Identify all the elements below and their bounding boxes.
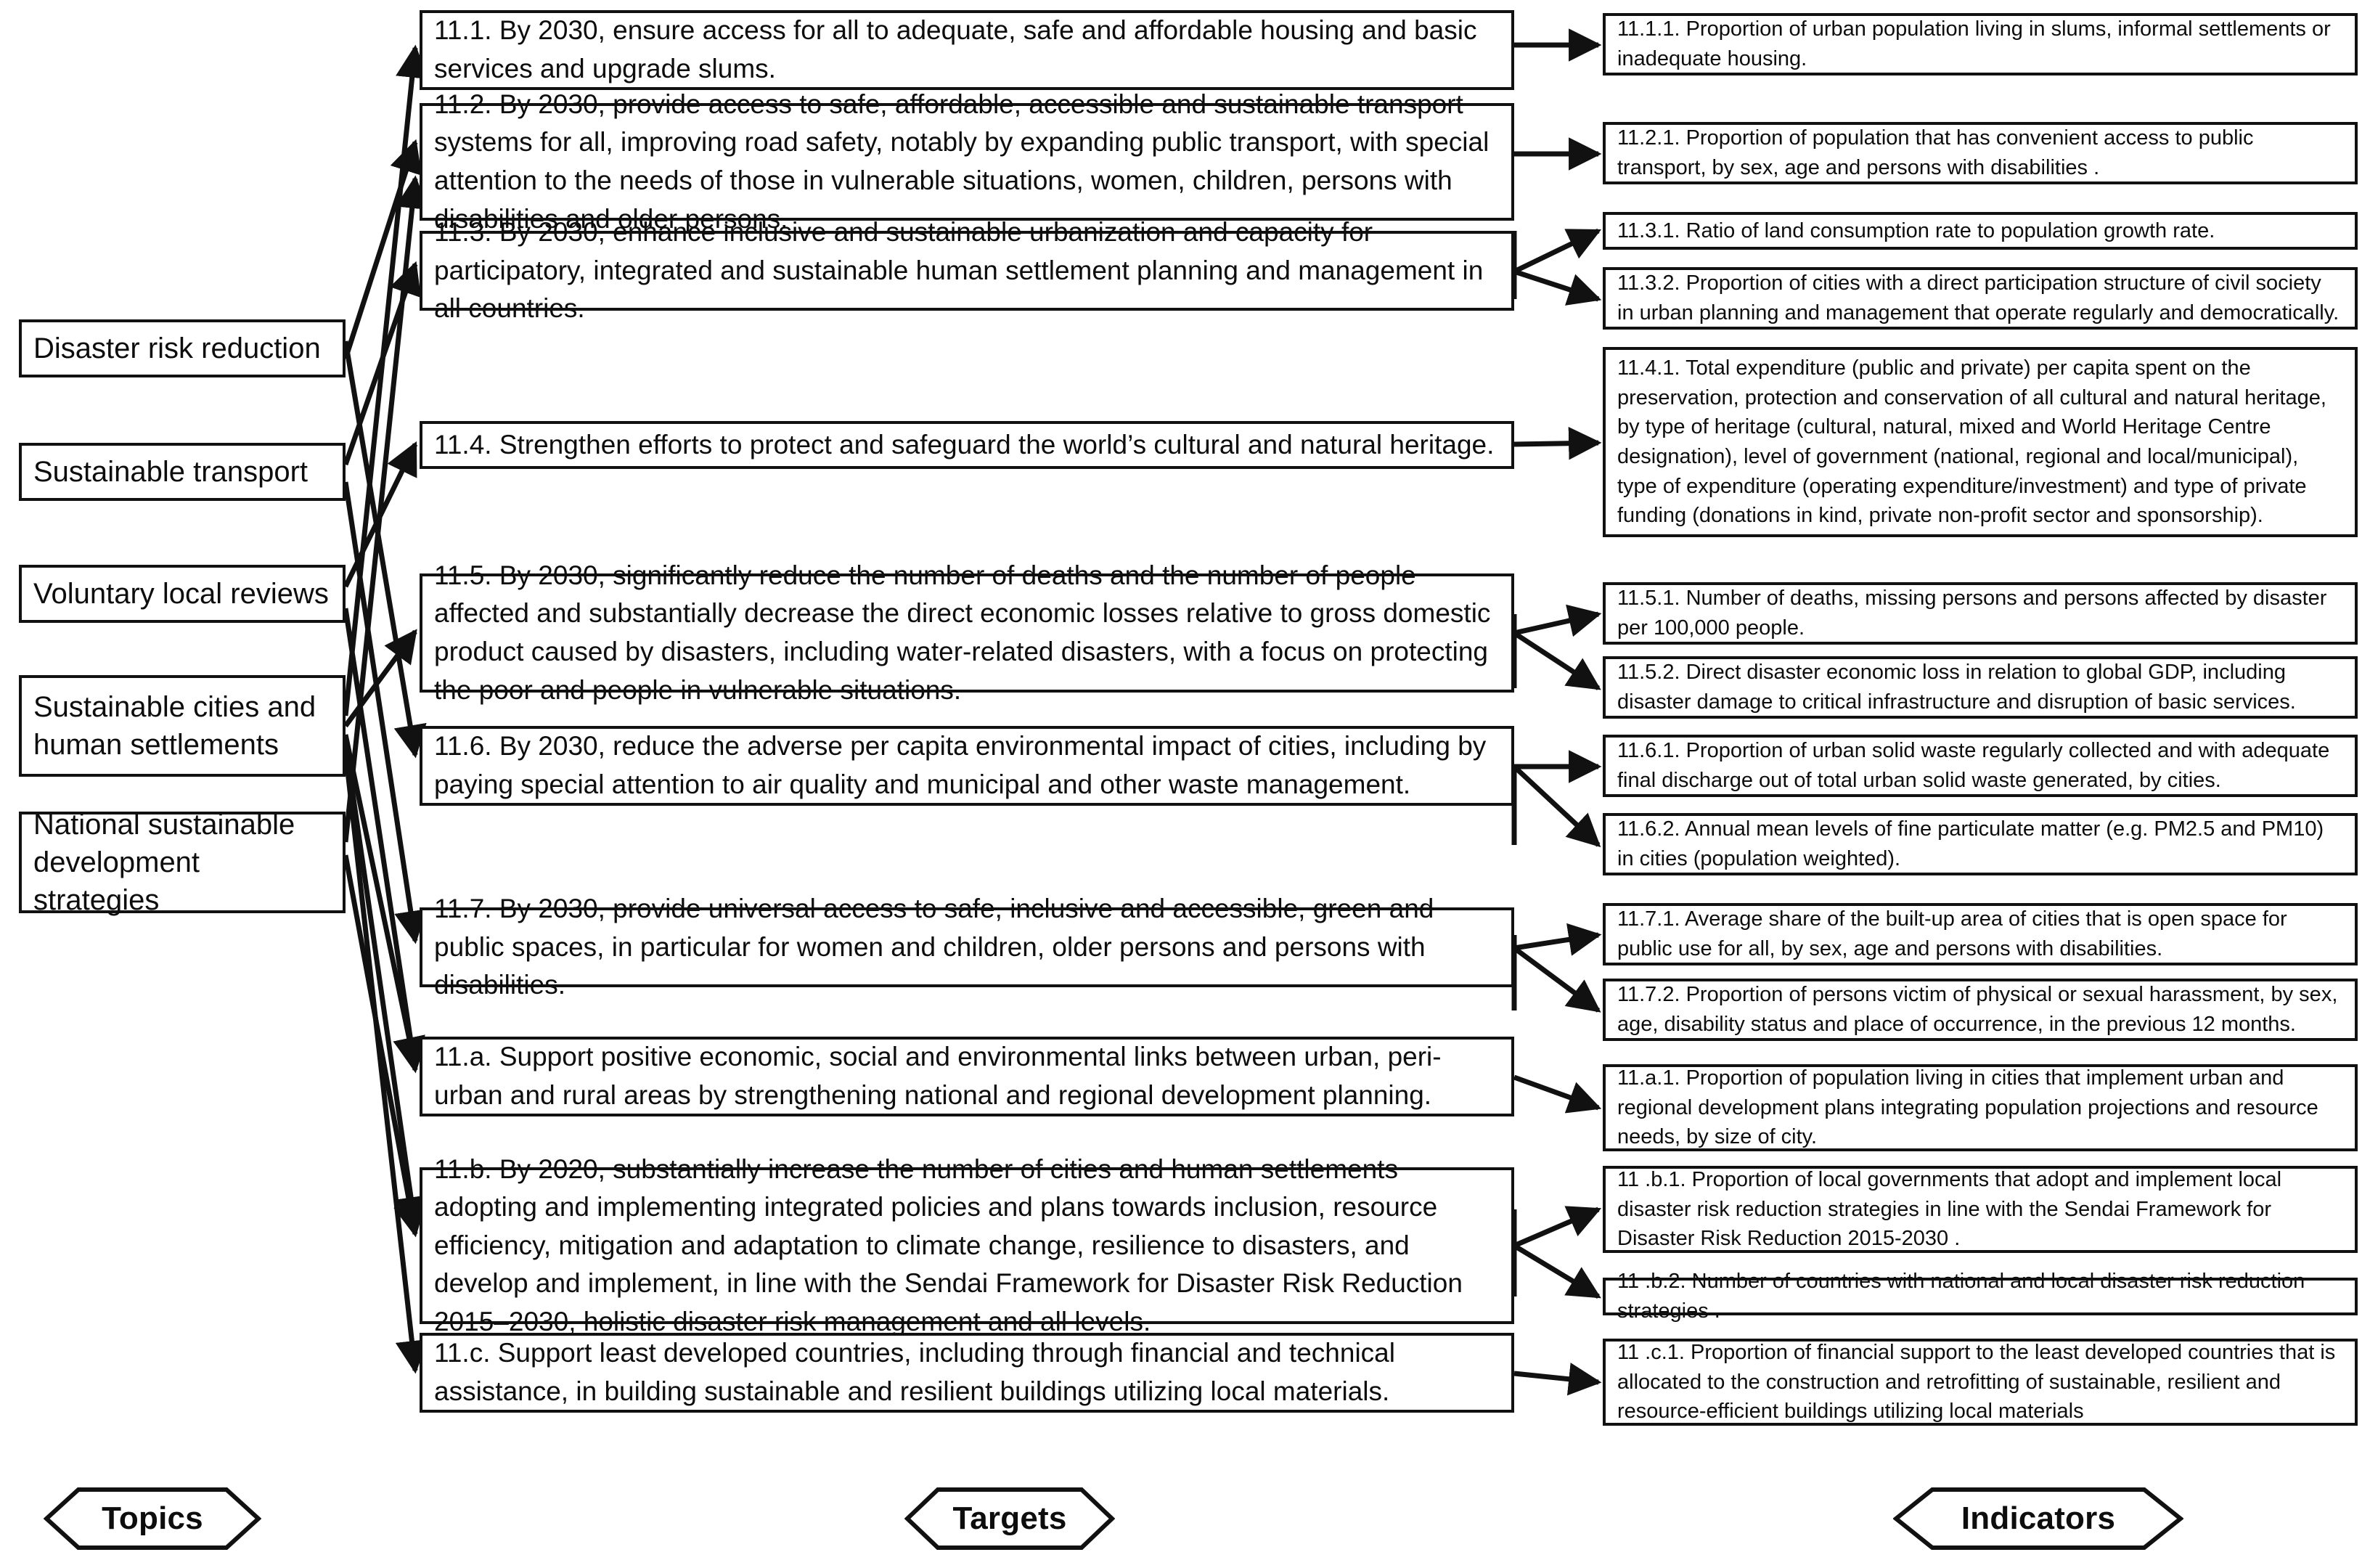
indicator-label: 11.3.2. Proportion of cities with a dire… [1617, 271, 2340, 324]
indicator-box-11-3-1[interactable]: 11.3.1. Ratio of land consumption rate t… [1603, 212, 2358, 250]
indicator-box-11-5-1[interactable]: 11.5.1. Number of deaths, missing person… [1603, 582, 2358, 645]
indicator-box-11-7-1[interactable]: 11.7.1. Average share of the built-up ar… [1603, 903, 2358, 965]
target-box-11-a[interactable]: 11.a. Support positive economic, social … [420, 1037, 1514, 1116]
indicator-box-11-7-2[interactable]: 11.7.2. Proportion of persons victim of … [1603, 979, 2358, 1041]
indicator-label: 11.a.1. Proportion of population living … [1617, 1066, 2318, 1149]
target-label: 11.3. By 2030, enhance inclusive and sus… [434, 217, 1484, 324]
indicator-label: 11.6.1. Proportion of urban solid waste … [1617, 739, 2330, 792]
topic-label: Sustainable transport [33, 456, 308, 488]
indicator-box-11-4-1[interactable]: 11.4.1. Total expenditure (public and pr… [1603, 347, 2358, 537]
legend-topics: Topics [44, 1485, 261, 1552]
indicator-label: 11.5.1. Number of deaths, missing person… [1617, 587, 2327, 640]
legend-targets: Targets [904, 1485, 1115, 1552]
target-label: 11.a. Support positive economic, social … [434, 1042, 1442, 1110]
target-label: 11.6. By 2030, reduce the adverse per ca… [434, 731, 1487, 799]
legend-label-topics: Topics [102, 1500, 203, 1536]
indicator-box-11-a-1[interactable]: 11.a.1. Proportion of population living … [1603, 1064, 2358, 1151]
topic-box-national-sustainable-development-strategies[interactable]: National sustainable development strateg… [19, 809, 346, 916]
indicator-box-11-b-1[interactable]: 11 .b.1. Proportion of local governments… [1603, 1166, 2358, 1253]
target-box-11-7[interactable]: 11.7. By 2030, provide universal access … [420, 894, 1514, 1000]
indicator-box-11-c-1[interactable]: 11 .c.1. Proportion of financial support… [1603, 1339, 2358, 1426]
target-box-11-3[interactable]: 11.3. By 2030, enhance inclusive and sus… [420, 217, 1514, 323]
target-box-11-5[interactable]: 11.5. By 2030, significantly reduce the … [420, 560, 1514, 705]
topic-label: National sustainable development strateg… [33, 809, 295, 916]
indicator-label: 11.7.2. Proportion of persons victim of … [1617, 983, 2338, 1036]
topic-box-sustainable-transport[interactable]: Sustainable transport [19, 443, 346, 501]
topic-box-disaster-risk-reduction[interactable]: Disaster risk reduction [19, 319, 346, 377]
indicator-label: 11 .b.2. Number of countries with nation… [1617, 1270, 2305, 1323]
indicator-label: 11 .c.1. Proportion of financial support… [1617, 1341, 2336, 1424]
indicator-label: 11.7.1. Average share of the built-up ar… [1617, 907, 2287, 960]
indicator-label: 11 .b.1. Proportion of local governments… [1617, 1168, 2282, 1251]
topic-label: Voluntary local reviews [33, 578, 329, 610]
target-label: 11.2. By 2030, provide access to safe, a… [434, 89, 1490, 234]
indicator-box-11-2-1[interactable]: 11.2.1. Proportion of population that ha… [1603, 122, 2358, 184]
legend-label-indicators: Indicators [1961, 1500, 2116, 1536]
target-label: 11.1. By 2030, ensure access for all to … [434, 15, 1477, 83]
indicator-box-11-6-2[interactable]: 11.6.2. Annual mean levels of fine parti… [1603, 813, 2358, 875]
indicator-box-11-6-1[interactable]: 11.6.1. Proportion of urban solid waste … [1603, 735, 2358, 797]
topic-label: Sustainable cities and human settlements [33, 691, 316, 761]
target-label: 11.5. By 2030, significantly reduce the … [434, 560, 1491, 705]
target-label: 11.c. Support least developed countries,… [434, 1338, 1395, 1406]
indicator-label: 11.3.1. Ratio of land consumption rate t… [1617, 219, 2215, 242]
indicator-label: 11.1.1. Proportion of urban population l… [1617, 17, 2331, 70]
target-box-11-c[interactable]: 11.c. Support least developed countries,… [420, 1333, 1514, 1413]
topic-box-sustainable-cities[interactable]: Sustainable cities and human settlements [19, 675, 346, 777]
target-box-11-b[interactable]: 11.b. By 2020, substantially increase th… [420, 1154, 1514, 1336]
target-box-11-4[interactable]: 11.4. Strengthen efforts to protect and … [420, 421, 1514, 469]
indicator-box-11-5-2[interactable]: 11.5.2. Direct disaster economic loss in… [1603, 656, 2358, 719]
target-box-11-2[interactable]: 11.2. By 2030, provide access to safe, a… [420, 89, 1514, 234]
target-box-11-6[interactable]: 11.6. By 2030, reduce the adverse per ca… [420, 726, 1514, 806]
indicator-label: 11.4.1. Total expenditure (public and pr… [1617, 356, 2326, 528]
target-label: 11.b. By 2020, substantially increase th… [434, 1153, 1463, 1336]
legend-label-targets: Targets [952, 1500, 1067, 1536]
indicator-box-11-b-2[interactable]: 11 .b.2. Number of countries with nation… [1603, 1270, 2358, 1323]
topic-box-voluntary-local-reviews[interactable]: Voluntary local reviews [19, 565, 346, 623]
indicator-label: 11.6.2. Annual mean levels of fine parti… [1617, 817, 2324, 870]
indicator-box-11-3-2[interactable]: 11.3.2. Proportion of cities with a dire… [1603, 267, 2358, 330]
topic-label: Disaster risk reduction [33, 332, 321, 364]
hexagon-shape [904, 1487, 1115, 1550]
hexagon-shape [1893, 1487, 2183, 1550]
target-box-11-1[interactable]: 11.1. By 2030, ensure access for all to … [420, 10, 1514, 90]
indicator-label: 11.2.1. Proportion of population that ha… [1617, 126, 2254, 179]
indicator-label: 11.5.2. Direct disaster economic loss in… [1617, 661, 2296, 714]
hexagon-shape [44, 1487, 261, 1550]
legend-indicators: Indicators [1893, 1485, 2183, 1552]
indicator-box-11-1-1[interactable]: 11.1.1. Proportion of urban population l… [1603, 13, 2358, 75]
target-label: 11.4. Strengthen efforts to protect and … [434, 429, 1495, 460]
target-label: 11.7. By 2030, provide universal access … [434, 894, 1434, 1000]
